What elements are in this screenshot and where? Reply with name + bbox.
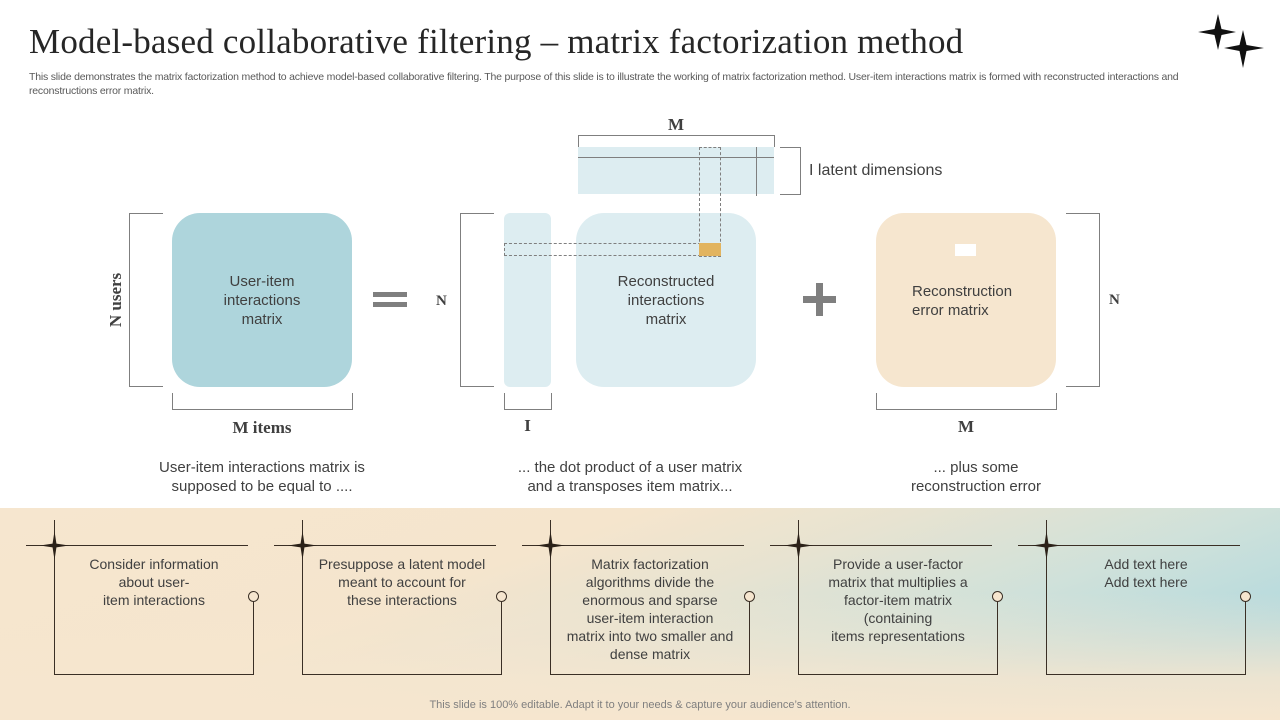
- error-matrix-rows-label: N: [1109, 292, 1120, 308]
- step-card-4: Provide a user-factor matrix that multip…: [770, 520, 1020, 680]
- step-text: Matrix factorization algorithms divide t…: [566, 556, 734, 662]
- sparkle-icon: [784, 531, 813, 560]
- error-matrix-cols-bracket: [876, 393, 1057, 410]
- user-matrix-cols-label: I: [524, 416, 531, 435]
- sparkle-icon: [40, 531, 69, 560]
- user-matrix: [504, 213, 551, 387]
- connector-circle: [992, 591, 1003, 602]
- item-matrix-cols-bracket: [578, 135, 775, 147]
- latent-dimensions-label: I latent dimensions: [809, 162, 943, 179]
- row-guide-dashed: [504, 243, 721, 256]
- step-card-2: Presuppose a latent model meant to accou…: [274, 520, 524, 680]
- user-matrix-rows-label: N: [436, 293, 447, 309]
- sparkle-icon: [1032, 531, 1061, 560]
- reconstructed-matrix-label: Reconstructed interactions matrix: [617, 273, 715, 328]
- reconstructed-matrix: [576, 213, 756, 387]
- error-matrix-label: Reconstruction error matrix: [912, 283, 1013, 319]
- connector-circle: [744, 591, 755, 602]
- step-text: Presuppose a latent model meant to accou…: [318, 556, 486, 608]
- caption-error: ... plus some reconstruction error: [910, 459, 1042, 495]
- item-matrix: [578, 147, 774, 194]
- user-item-matrix-label: User-item interactions matrix: [223, 273, 301, 328]
- latent-dimensions-bracket: [780, 147, 801, 195]
- connector-circle: [248, 591, 259, 602]
- plus-icon: [803, 283, 836, 316]
- item-matrix-col-line: [756, 147, 757, 196]
- user-matrix-cols-bracket: [504, 393, 552, 410]
- step-text: Provide a user-factor matrix that multip…: [828, 556, 968, 644]
- caption-user-item: User-item interactions matrix is suppose…: [159, 459, 365, 495]
- m-items-label: M items: [232, 418, 292, 437]
- sparkles-icon: [1198, 14, 1264, 68]
- footer-note: This slide is 100% editable. Adapt it to…: [429, 699, 851, 711]
- column-guide-dashed: [699, 147, 721, 257]
- highlight-cell: [699, 243, 721, 256]
- page-title: Model-based collaborative filtering – ma…: [29, 22, 964, 61]
- step-card-3: Matrix factorization algorithms divide t…: [522, 520, 772, 680]
- user-item-matrix: [172, 213, 352, 387]
- step-text: Consider information about user- item in…: [89, 556, 219, 608]
- m-items-bracket: [172, 393, 353, 410]
- n-users-label: N users: [106, 272, 125, 328]
- item-matrix-row-line: [578, 157, 774, 158]
- caption-dot-product: ... the dot product of a user matrix and…: [517, 459, 743, 495]
- sparkle-icon: [288, 531, 317, 560]
- n-users-bracket: [129, 213, 163, 387]
- minus-mark: [955, 244, 976, 256]
- error-matrix-cols-label: M: [957, 417, 975, 436]
- error-matrix: [876, 213, 1056, 387]
- sparkle-icon: [536, 531, 565, 560]
- item-matrix-cols-label: M: [667, 115, 685, 134]
- page-subtitle: This slide demonstrates the matrix facto…: [29, 71, 1179, 97]
- user-matrix-rows-bracket: [460, 213, 494, 387]
- equals-icon: [373, 292, 407, 307]
- connector-circle: [1240, 591, 1251, 602]
- connector-circle: [496, 591, 507, 602]
- step-card-1: Consider information about user- item in…: [26, 520, 276, 680]
- step-text[interactable]: Add text here Add text here: [1104, 556, 1188, 590]
- error-matrix-rows-bracket: [1066, 213, 1100, 387]
- step-card-5: Add text here Add text here: [1018, 520, 1268, 680]
